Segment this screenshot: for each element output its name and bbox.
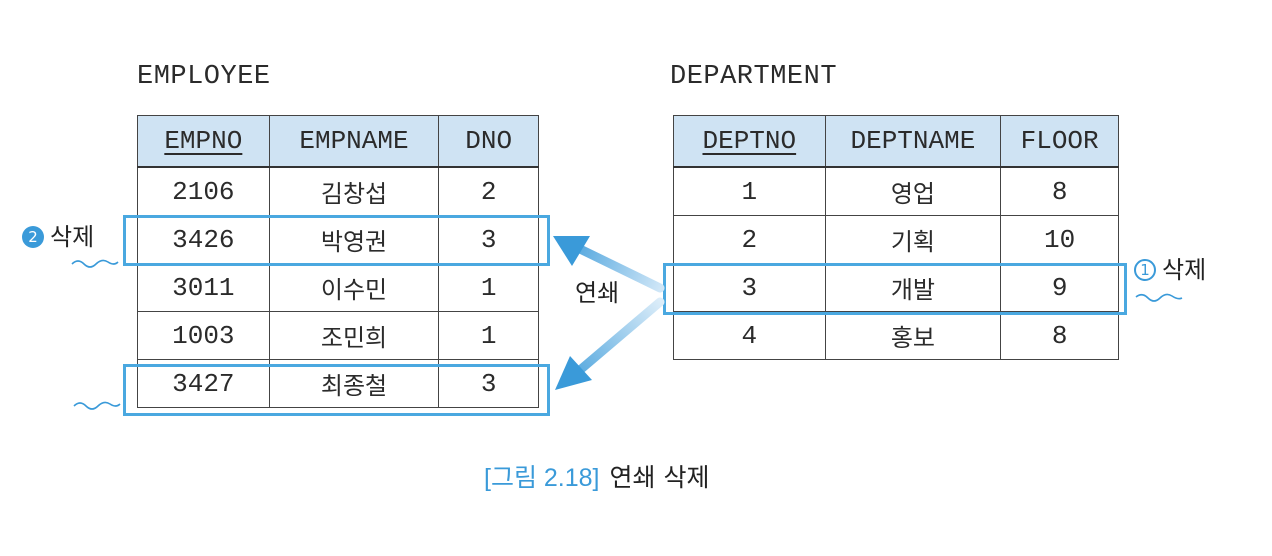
employee-col-empno-label: EMPNO <box>164 126 243 156</box>
employee-table: EMPNO EMPNAME DNO 2106 김창섭 2 3426 박영권 3 … <box>137 115 539 408</box>
department-deptno: 4 <box>673 311 826 360</box>
department-floor: 8 <box>1000 167 1119 216</box>
employee-empno: 1003 <box>137 311 270 360</box>
department-col-deptname: DEPTNAME <box>825 115 1002 168</box>
department-deptno: 1 <box>673 167 826 216</box>
department-row: 4 홍보 8 <box>673 311 1119 360</box>
figure-title: 연쇄 삭제 <box>609 463 710 492</box>
department-table: DEPTNO DEPTNAME FLOOR 1 영업 8 2 기획 10 3 개… <box>673 115 1119 360</box>
cascade-arrow-up-icon <box>553 236 665 293</box>
cascade-arrow-down-icon <box>555 297 665 390</box>
department-col-floor: FLOOR <box>1000 115 1119 168</box>
squiggle-mark-icon <box>1135 293 1183 302</box>
employee-empname: 김창섭 <box>269 167 440 216</box>
figure-number: [그림 2.18] <box>484 464 600 492</box>
department-floor: 9 <box>1000 263 1119 312</box>
employee-empno: 2106 <box>137 167 270 216</box>
employee-dno: 1 <box>438 311 539 360</box>
employee-empno: 3427 <box>137 359 270 408</box>
figure-caption: [그림 2.18] 연쇄 삭제 <box>484 458 709 494</box>
step1-delete-note: 1 삭제 <box>1134 258 1206 282</box>
employee-row: 1003 조민희 1 <box>137 311 539 360</box>
cascade-label: 연쇄 <box>575 279 620 307</box>
department-row: 2 기획 10 <box>673 215 1119 264</box>
employee-col-dno: DNO <box>438 115 539 168</box>
highlight-employee-3427 <box>123 364 550 416</box>
employee-header-row: EMPNO EMPNAME DNO <box>137 115 539 168</box>
employee-row: 3011 이수민 1 <box>137 263 539 312</box>
employee-empno: 3426 <box>137 215 270 264</box>
step2-number-icon: 2 <box>22 226 44 248</box>
department-deptname: 영업 <box>825 167 1002 216</box>
employee-dno: 3 <box>438 215 539 264</box>
employee-empname: 박영권 <box>269 215 440 264</box>
department-deptname: 개발 <box>825 263 1002 312</box>
employee-empname: 조민희 <box>269 311 440 360</box>
step2-delete-note: 2 삭제 <box>22 225 94 249</box>
employee-col-empno: EMPNO <box>137 115 270 168</box>
department-row: 1 영업 8 <box>673 167 1119 216</box>
department-deptno: 3 <box>673 263 826 312</box>
squiggle-mark-icon <box>73 401 121 410</box>
highlight-employee-3426 <box>123 215 550 266</box>
step1-number-icon: 1 <box>1134 259 1156 281</box>
employee-row: 3426 박영권 3 <box>137 215 539 264</box>
employee-dno: 3 <box>438 359 539 408</box>
step1-delete-label: 삭제 <box>1162 256 1207 284</box>
employee-col-empname: EMPNAME <box>269 115 440 168</box>
department-col-deptno: DEPTNO <box>673 115 826 168</box>
employee-dno: 1 <box>438 263 539 312</box>
department-floor: 8 <box>1000 311 1119 360</box>
department-row: 3 개발 9 <box>673 263 1119 312</box>
employee-empno: 3011 <box>137 263 270 312</box>
department-header-row: DEPTNO DEPTNAME FLOOR <box>673 115 1119 168</box>
department-col-deptno-label: DEPTNO <box>702 126 797 156</box>
department-floor: 10 <box>1000 215 1119 264</box>
squiggle-mark-icon <box>71 259 119 268</box>
department-deptname: 홍보 <box>825 311 1002 360</box>
department-table-title: DEPARTMENT <box>670 62 838 92</box>
step2-delete-label: 삭제 <box>50 223 95 251</box>
employee-empname: 이수민 <box>269 263 440 312</box>
department-deptno: 2 <box>673 215 826 264</box>
employee-empname: 최종철 <box>269 359 440 408</box>
employee-table-title: EMPLOYEE <box>137 62 271 92</box>
highlight-department-3 <box>663 263 1127 315</box>
employee-row: 3427 최종철 3 <box>137 359 539 408</box>
